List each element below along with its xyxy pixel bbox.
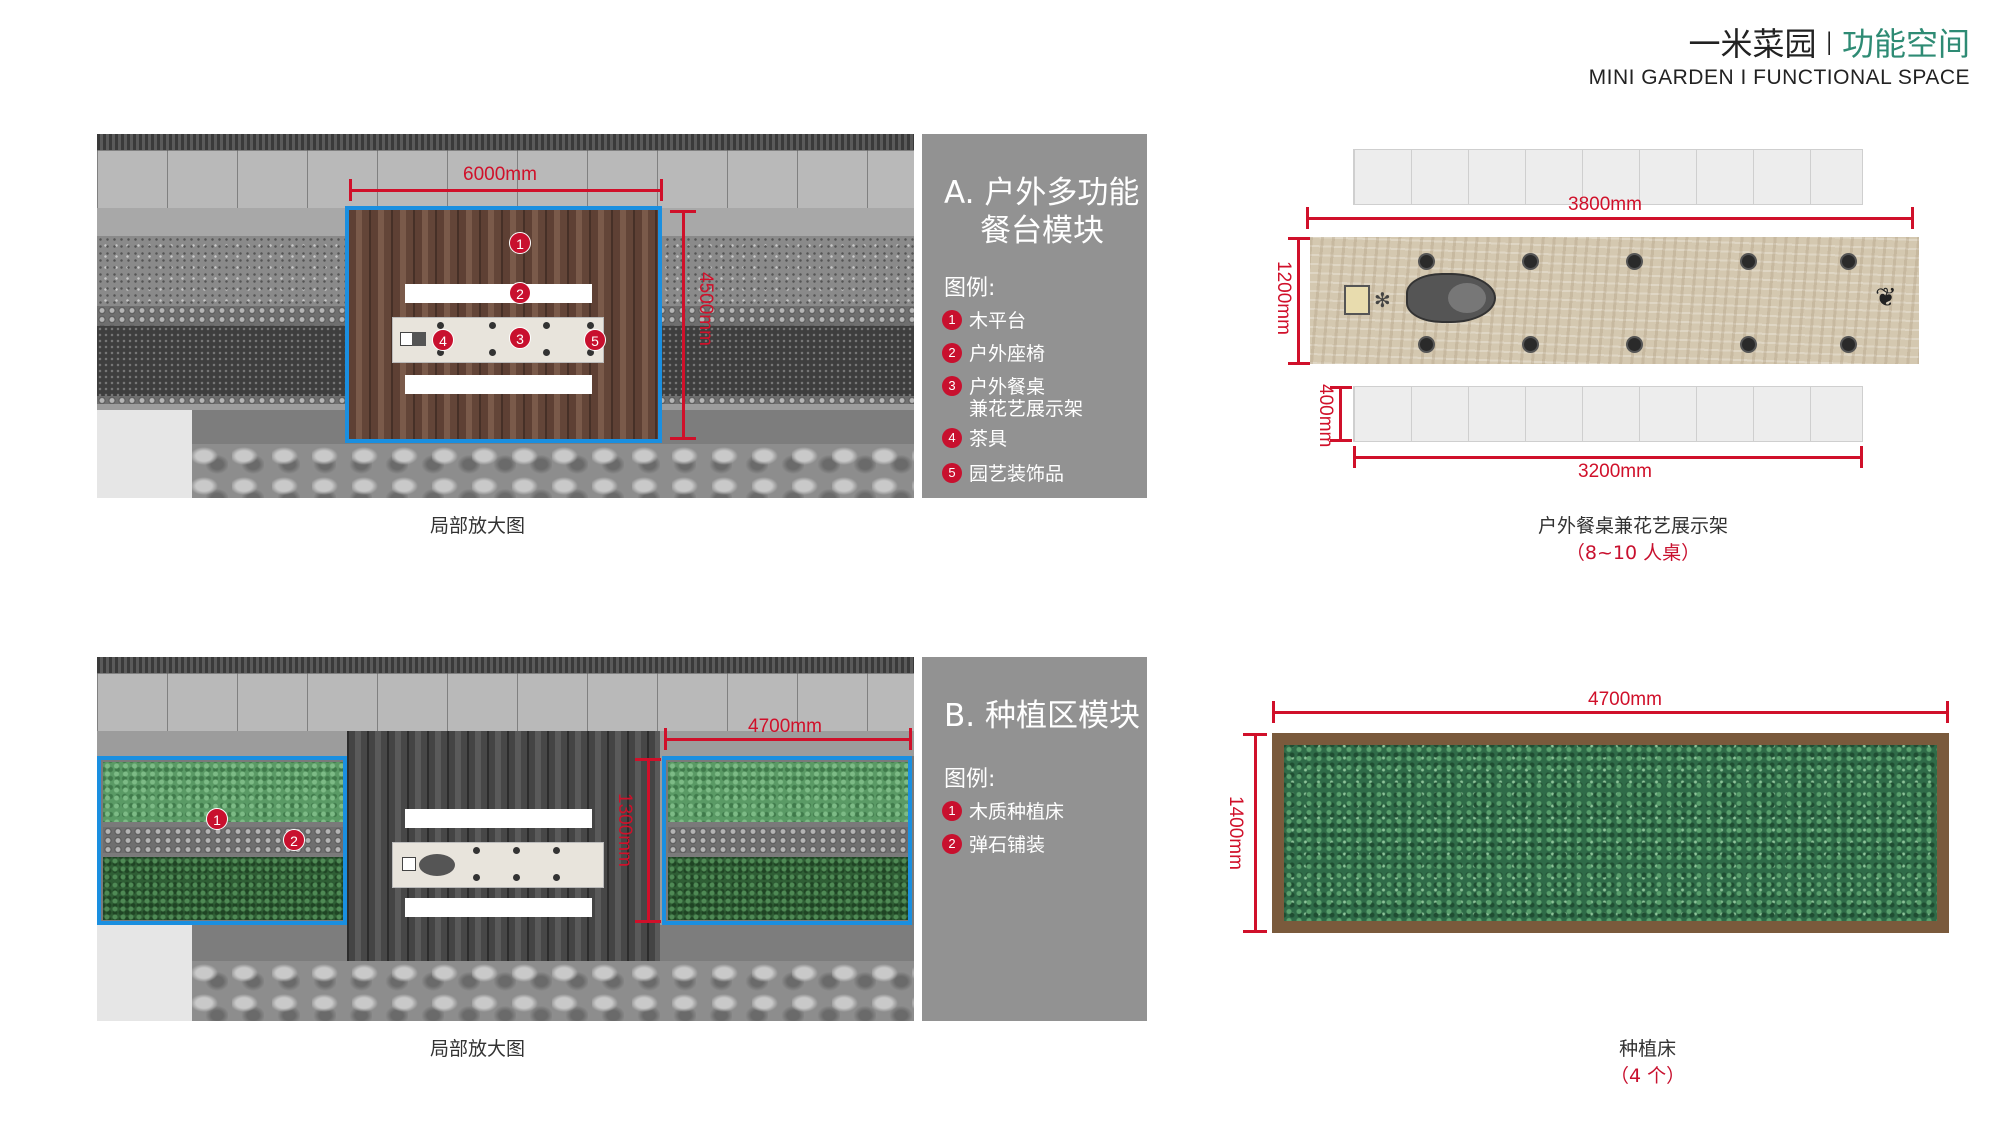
outdoor-bench <box>405 284 592 303</box>
plan-a-caption: 局部放大图 <box>430 515 526 537</box>
dimension-height-label: 1300mm <box>614 793 635 867</box>
planting-bed <box>668 857 908 920</box>
title-separator: I <box>1824 25 1834 63</box>
title-cn: 一米菜园 <box>1688 25 1817 63</box>
marker-2: 2 <box>283 829 305 851</box>
legend-a-title-line2: 餐台模块 <box>980 213 1104 249</box>
marker-3: 3 <box>509 327 531 349</box>
planting-bed-soil <box>1284 745 1937 921</box>
detail-b-dim-top: 4700mm <box>1588 689 1662 710</box>
plan-b-caption: 局部放大图 <box>430 1038 526 1060</box>
dimension-height-label: 4500mm <box>695 272 716 346</box>
title-cn-highlight: 功能空间 <box>1841 25 1970 63</box>
plan-a-enlarged: 1 2 4 3 5 6000mm 4500mm <box>97 134 914 498</box>
marker-1: 1 <box>509 232 531 254</box>
flower-icon: ✻ <box>1374 288 1391 312</box>
dimension-width-label: 4700mm <box>748 716 822 737</box>
plant-decoration-icon: ❦ <box>1875 283 1897 313</box>
selection-frame <box>662 756 912 925</box>
marker-2: 2 <box>509 282 531 304</box>
plan-b-enlarged: 1 2 4700mm 1300mm <box>97 657 914 1021</box>
selection-frame <box>97 756 347 925</box>
marker-4: 4 <box>432 329 454 351</box>
tea-tray-icon <box>1344 285 1370 315</box>
planting-bed <box>103 857 343 920</box>
detail-a-caption: 户外餐桌兼花艺展示架 （8~10 人桌） <box>1538 515 1729 564</box>
table-board <box>1310 237 1919 364</box>
title-en: MINI GARDEN I FUNCTIONAL SPACE <box>1588 66 1970 89</box>
bench-top <box>1353 149 1863 205</box>
detail-a-dim-bottom: 3200mm <box>1578 461 1652 482</box>
legend-a-title: A. 户外多功能 <box>944 175 1140 211</box>
detail-a-dim-top: 3800mm <box>1568 194 1642 215</box>
bench-bottom <box>1353 386 1863 442</box>
detail-a-dim-left: 1200mm <box>1273 261 1294 335</box>
legend-b-subtitle: 图例: <box>944 767 996 792</box>
outdoor-bench <box>405 375 592 394</box>
dimension-width-label: 6000mm <box>463 164 537 185</box>
legend-b-title: B. 种植区模块 <box>944 698 1140 734</box>
marker-1: 1 <box>206 808 228 830</box>
selection-frame <box>345 206 662 443</box>
planting-bed <box>668 762 908 822</box>
detail-a-dim-small: 400mm <box>1315 384 1336 448</box>
detail-b-dim-left: 1400mm <box>1225 796 1246 870</box>
marker-5: 5 <box>584 329 606 351</box>
legend-a-subtitle: 图例: <box>944 276 996 301</box>
detail-b-caption: 种植床 （4 个） <box>1610 1038 1686 1087</box>
tea-set-icon <box>412 332 426 346</box>
